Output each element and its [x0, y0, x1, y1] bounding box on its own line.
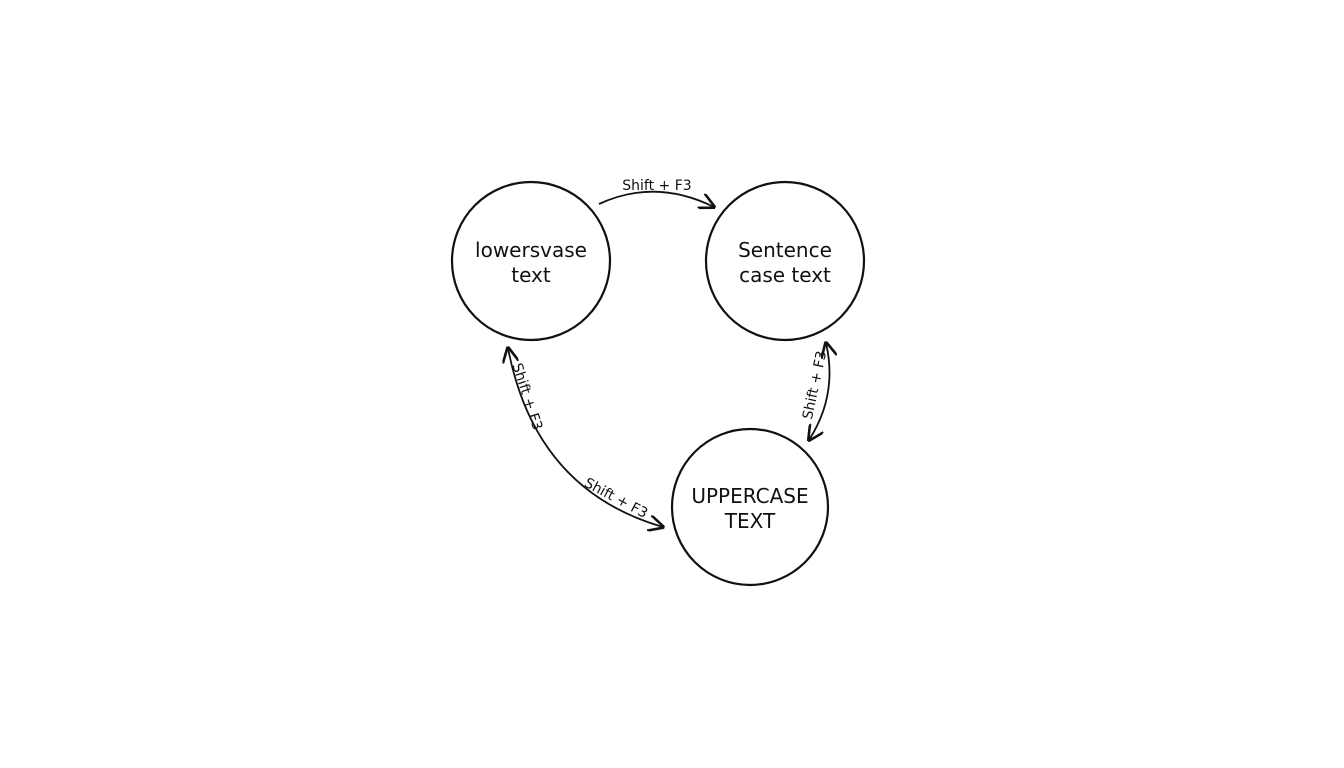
- node-uppercase: UPPERCASE TEXT: [670, 427, 830, 587]
- node-lowercase-line1: lowersvase: [475, 238, 587, 262]
- arrow-sentence-upper: [809, 343, 830, 440]
- edge-label-lower-to-upper: Shift + F3: [581, 475, 650, 522]
- arrow-lower-upper: [508, 348, 663, 527]
- node-uppercase-line2: TEXT: [724, 509, 776, 533]
- node-sentence-line2: case text: [739, 263, 831, 287]
- edge-label-sentence-upper: Shift + F3: [800, 350, 830, 421]
- edge-label-upper-to-lower: Shift + F3: [508, 361, 545, 432]
- arrow-lower-to-sentence: [598, 190, 714, 207]
- node-lowercase: lowersvase text: [450, 180, 612, 342]
- node-lowercase-line2: text: [511, 263, 551, 287]
- node-sentence-line1: Sentence: [738, 238, 832, 262]
- node-sentence: Sentence case text: [704, 180, 866, 342]
- edge-label-lower-to-sentence: Shift + F3: [622, 178, 691, 194]
- node-uppercase-line1: UPPERCASE: [691, 484, 808, 508]
